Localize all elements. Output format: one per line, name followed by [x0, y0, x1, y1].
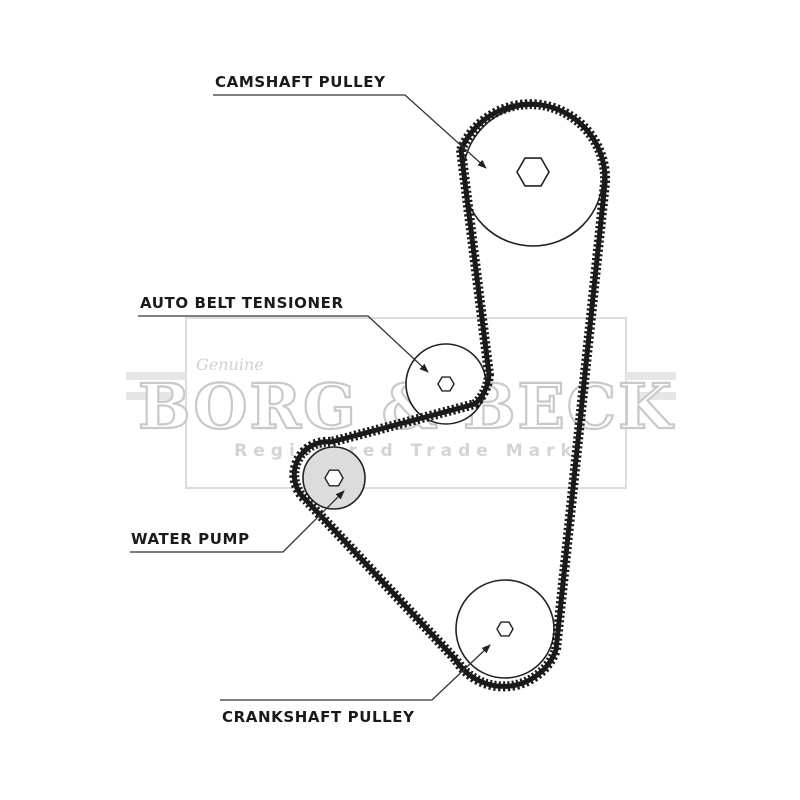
tensioner-leader-line	[138, 315, 429, 373]
watermark-script: Genuine	[196, 355, 264, 374]
water-pump-hub-hex-icon	[324, 469, 344, 487]
watermark-stripe	[126, 392, 186, 400]
camshaft-leader-line	[213, 94, 487, 169]
water-pump-leader-line	[130, 490, 345, 553]
tensioner-hub-hex-icon	[437, 376, 455, 392]
camshaft-pulley-label: CAMSHAFT PULLEY	[215, 73, 386, 91]
watermark-stripe	[626, 372, 676, 380]
timing-belt-teeth	[289, 99, 611, 692]
watermark-frame	[185, 317, 627, 489]
watermark-stripe	[126, 372, 186, 380]
watermark-trademark: Registered Trade Mark	[234, 441, 578, 461]
crankshaft-pulley-label: CRANKSHAFT PULLEY	[222, 708, 415, 726]
water-pump-label: WATER PUMP	[131, 530, 250, 548]
watermark-stripe	[626, 392, 676, 400]
watermark: Genuine BORG & BECK Registered Trade Mar…	[126, 317, 676, 489]
auto-belt-tensioner-label: AUTO BELT TENSIONER	[140, 294, 344, 312]
camshaft-hub-hex-icon	[516, 157, 550, 187]
crankshaft-hub-hex-icon	[496, 621, 514, 637]
crankshaft-leader-line	[220, 644, 491, 701]
